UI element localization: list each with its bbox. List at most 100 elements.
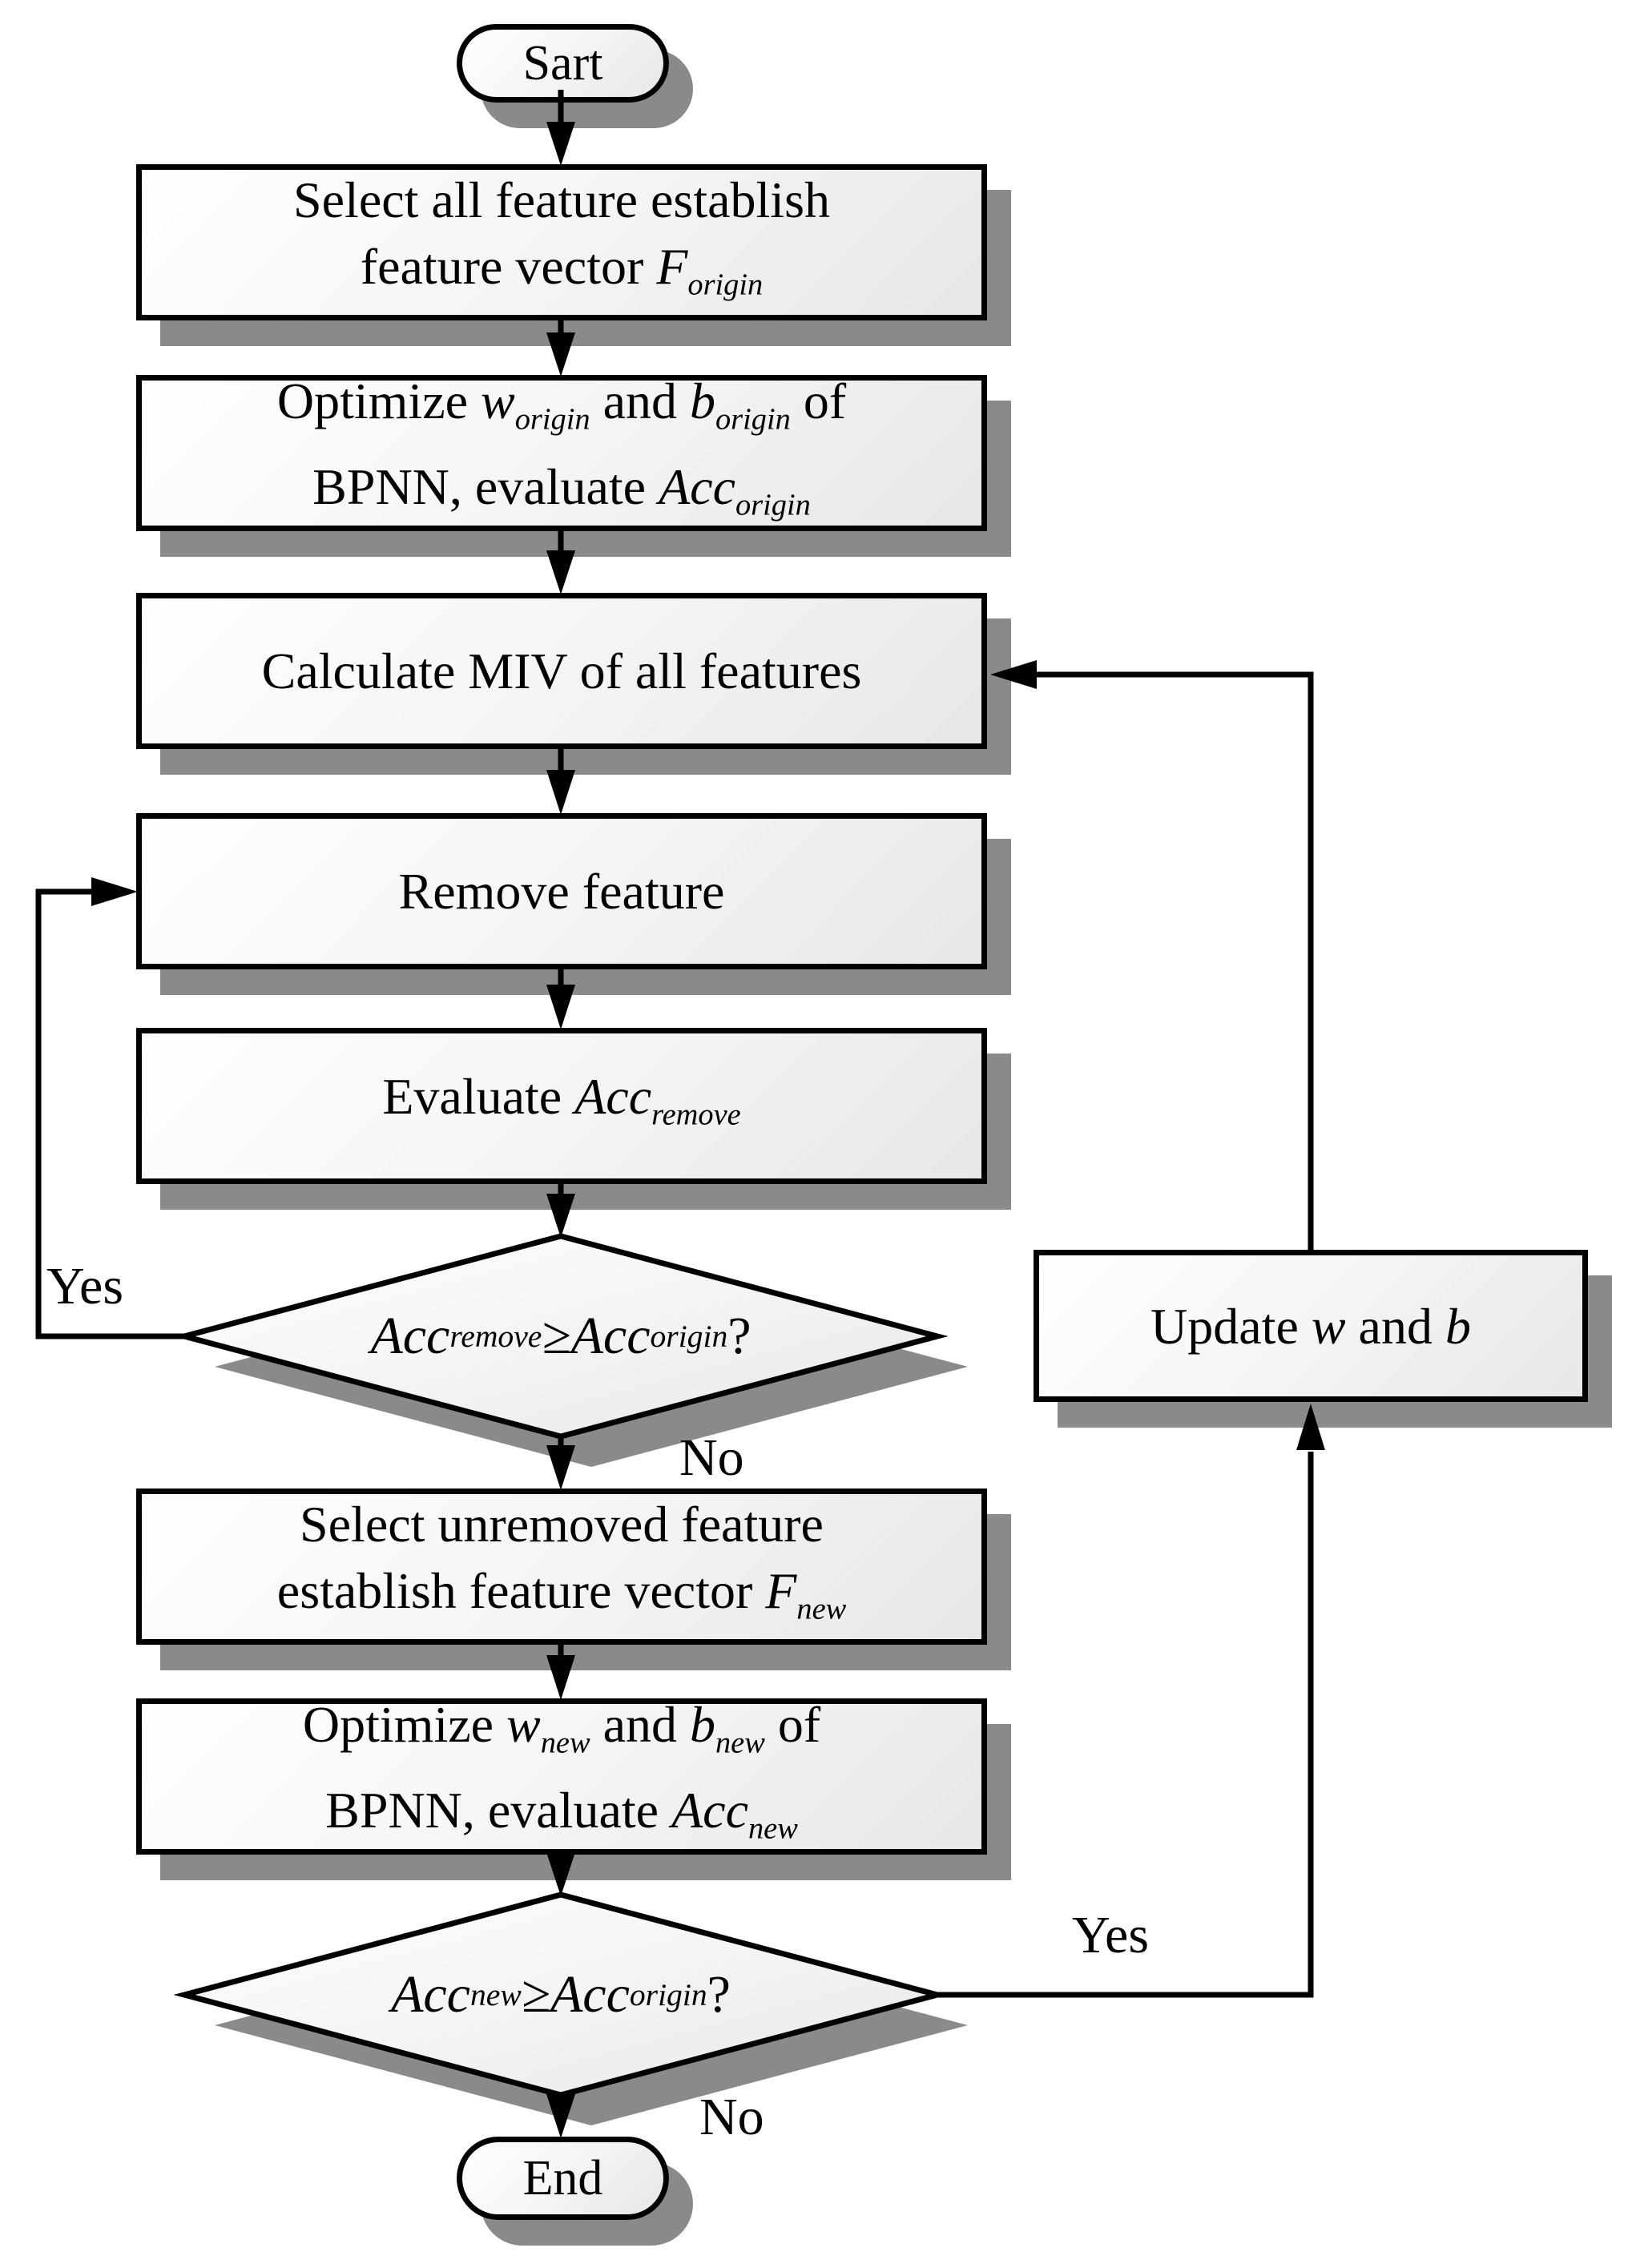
text-run: Update [1150,1297,1312,1355]
text-run: w [481,373,515,430]
text-run: Optimize [302,1696,507,1754]
text-run-subscript: new [747,1811,798,1845]
edge-decision2-yes-to-update [937,1452,1314,1998]
process-optimize-new-line1: Optimize wnew and bnew of [303,1691,820,1776]
end-terminator: End [457,2137,669,2220]
process-optimize-origin: Optimize worigin and borigin of BPNN, ev… [136,373,987,531]
process-evaluate-remove: Evaluate Accremove [136,1028,987,1184]
decision-remove-yes-label: Yes [46,1257,124,1315]
process-evaluate-remove-line1: Evaluate Accremove [382,1063,740,1148]
text-run-subscript: new [715,1726,765,1760]
text-run-subscript: origin [715,402,791,437]
text-run: ≥ [521,1965,550,2024]
arrowhead-into-decision2 [546,1852,575,1896]
process-select-origin-line1: Select all feature establish [293,167,830,233]
text-run: Acc [550,1965,630,2024]
text-run: Acc [570,1307,651,1365]
text-run: Acc [391,1965,470,2024]
text-run: Calculate MIV of all features [261,643,862,699]
arrowhead-yes-into-remove [91,877,138,906]
text-run: Select all feature establish [293,171,830,228]
text-run: Optimize [276,373,482,430]
process-select-origin-line2: feature vector Forigin [361,233,763,318]
text-run-subscript: origin [735,487,811,522]
decision-new-diamond [173,1891,949,2098]
text-run: b [689,373,715,430]
decision-remove-diamond [173,1233,949,1440]
edge-lines [35,90,1314,2101]
text-run: and [1345,1297,1445,1355]
process-select-new-line1: Select unremoved feature [300,1491,824,1557]
process-optimize-origin-line2: BPNN, evaluate Accorigin [312,453,811,538]
text-run: Acc [574,1068,652,1126]
text-run: ≥ [542,1307,571,1365]
text-run: F [656,237,688,295]
text-run-subscript: origin [514,402,590,437]
arrowhead-into-evaluate [546,985,575,1029]
text-run: Acc [659,457,735,515]
text-run: w [1311,1297,1346,1355]
text-run: BPNN, evaluate [312,457,659,515]
process-select-new-line2: establish feature vector Fnew [277,1557,846,1642]
start-label: Sart [522,35,603,91]
text-run-subscript: new [796,1592,847,1626]
text-run-subscript: origin [629,1977,707,2012]
text-run: and [590,1696,690,1754]
text-run: establish feature vector [276,1561,766,1619]
arrowhead-into-remove [546,770,575,815]
process-optimize-new: Optimize wnew and bnew of BPNN, evaluate… [136,1696,987,1855]
text-run: Evaluate [382,1068,575,1126]
process-calc-miv: Calculate MIV of all features [136,593,987,749]
text-run: Acc [370,1307,450,1365]
text-run-subscript: remove [651,1098,741,1132]
text-run: w [506,1696,541,1754]
text-run: Remove feature [398,863,725,920]
arrowhead-update-into-miv [990,660,1037,689]
process-select-new: Select unremoved feature establish featu… [136,1489,987,1645]
text-run: ? [707,1965,731,2024]
arrowhead-into-end [546,2094,575,2138]
process-optimize-new-line2: BPNN, evaluate Accnew [325,1777,798,1862]
text-run: of [790,373,847,430]
text-run: BPNN, evaluate [325,1781,672,1839]
text-run: b [689,1696,715,1754]
text-run-subscript: origin [650,1319,728,1354]
text-run: ? [727,1307,751,1365]
text-run: Select unremoved feature [300,1495,824,1553]
decision-new-no-label: No [699,2088,764,2146]
text-run-subscript: new [469,1977,522,2012]
process-remove-feature: Remove feature [136,813,987,969]
process-update-wb: Update w and b [1034,1250,1588,1402]
arrowhead-into-update [1296,1404,1325,1450]
process-select-origin: Select all feature establish feature vec… [136,164,987,320]
decision-remove-no-label: No [679,1428,744,1487]
text-run-subscript: new [540,1726,590,1760]
text-run-subscript: remove [449,1319,542,1354]
process-remove-feature-line1: Remove feature [399,858,725,925]
arrowhead-into-miv [546,550,575,594]
text-run-subscript: origin [687,268,764,302]
arrowhead-into-optimize [546,332,575,377]
arrowhead-into-select [546,122,575,166]
arrowhead-into-optimizenew [546,1655,575,1700]
text-run: and [590,373,690,430]
text-run: of [764,1696,821,1754]
start-terminator: Sart [457,24,669,103]
process-update-wb-line1: Update w and b [1150,1293,1471,1360]
text-run: Acc [671,1781,748,1839]
text-run: F [765,1561,797,1619]
edge-update-to-miv [1035,671,1314,1251]
decision-new-yes-label: Yes [1072,1906,1150,1964]
process-optimize-origin-line1: Optimize worigin and borigin of [277,368,846,453]
edge-decision1-yes-loop [35,888,184,1339]
arrowhead-into-selectnew [546,1445,575,1490]
end-label: End [522,2150,603,2206]
process-calc-miv-line1: Calculate MIV of all features [262,638,862,704]
arrowhead-into-decision1 [546,1194,575,1238]
arrowheads [91,122,1325,2138]
text-run: b [1445,1297,1471,1355]
